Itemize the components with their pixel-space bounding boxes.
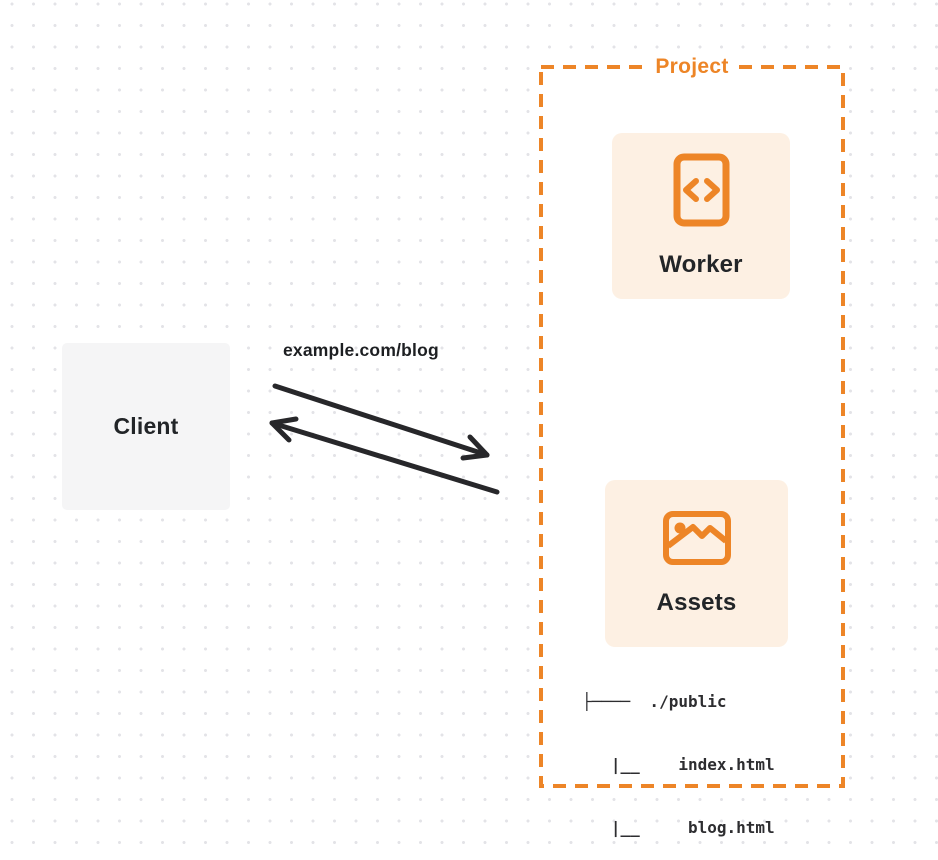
request-arrow-line [272, 383, 490, 458]
assets-file-tree: ├──── ./public |__ index.html |__ blog.h… [582, 649, 775, 860]
request-response-arrows [269, 383, 500, 495]
file-tree-line-blog: |__ blog.html [582, 818, 775, 837]
file-tree-line-index: |__ index.html [582, 755, 775, 774]
image-icon [662, 510, 731, 565]
worker-card: Worker [612, 133, 790, 299]
request-url-label: example.com/blog [283, 340, 439, 360]
response-arrowhead [269, 416, 299, 443]
project-boundary: Project Worker Assets ├──── ./publ [539, 54, 845, 837]
worker-label: Worker [659, 251, 743, 278]
project-label: Project [650, 54, 734, 80]
assets-label: Assets [656, 588, 737, 616]
assets-card: Assets [605, 480, 788, 647]
code-icon [673, 153, 729, 227]
request-arrowhead [460, 434, 490, 461]
client-node: Client [62, 343, 230, 510]
project-dashed-border [539, 65, 845, 788]
file-tree-line-root: ├──── ./public [582, 692, 727, 711]
client-label: Client [113, 413, 179, 439]
response-arrow-line [269, 420, 500, 495]
